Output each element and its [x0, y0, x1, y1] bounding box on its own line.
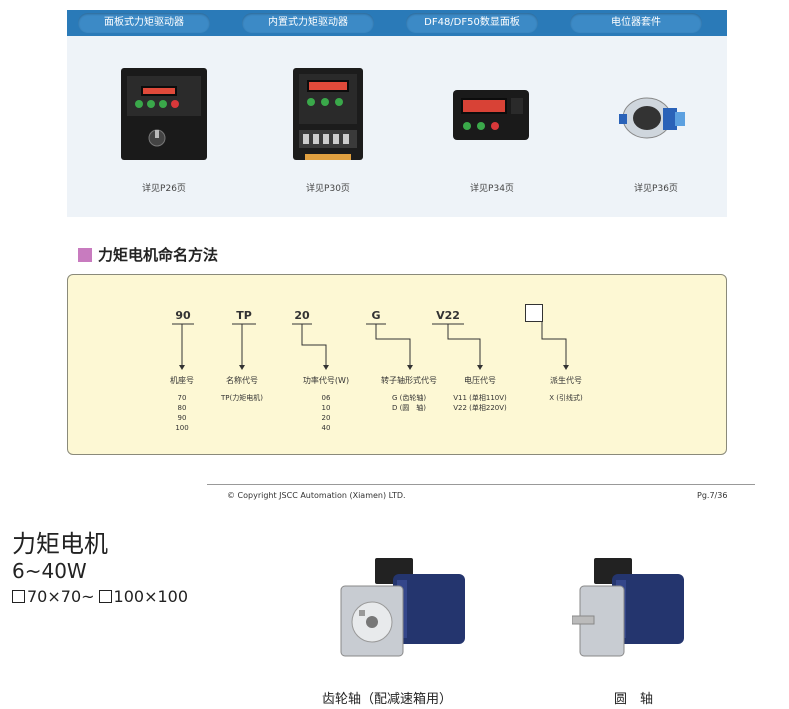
- square-icon: [12, 590, 25, 603]
- values-voltage: V11 (单相110V)V22 (单相220V): [453, 394, 507, 412]
- label-derivative: 派生代号: [550, 376, 582, 385]
- product-caption: 详见P34页: [470, 184, 514, 194]
- label-frame-size: 机座号: [170, 376, 194, 385]
- built-in-driver-icon: [293, 68, 363, 160]
- panel-driver-icon: [121, 68, 207, 160]
- tab-panel-driver[interactable]: 面板式力矩驱动器: [78, 13, 210, 33]
- label-power: 功率代号(W): [302, 376, 350, 385]
- digital-panel-icon: [453, 90, 529, 140]
- label-name: 名称代号: [226, 376, 258, 385]
- motor-icon: [340, 558, 465, 657]
- motor-title: 力矩电机: [12, 530, 108, 558]
- code-voltage: V22: [436, 309, 460, 322]
- values-name: TP(力矩电机): [221, 394, 263, 402]
- code-frame-size: 90: [175, 309, 191, 322]
- tab-digital-panel[interactable]: DF48/DF50数显面板: [406, 13, 538, 33]
- section-title: 力矩电机命名方法: [78, 245, 218, 265]
- product-caption: 详见P36页: [634, 184, 678, 194]
- caption-round-shaft: 圆 轴: [614, 692, 654, 707]
- potentiometer-icon: [619, 97, 685, 139]
- product-digital-panel[interactable]: 详见P34页: [427, 46, 557, 196]
- label-shaft: 转子轴形式代号: [381, 376, 437, 385]
- footer-page-number: Pg.7/36: [697, 491, 728, 500]
- values-derivative: X (引线式): [549, 394, 583, 402]
- naming-connector-lines: [172, 321, 569, 370]
- values-shaft: G (齿轮轴)D (圆 轴): [391, 394, 427, 412]
- derivative-code-box: [525, 304, 543, 322]
- square-icon: [98, 590, 112, 603]
- motor-size-range: 70×70~100×100: [12, 587, 188, 606]
- product-panel-driver[interactable]: 详见P26页: [99, 46, 229, 196]
- code-power: 20: [294, 309, 310, 322]
- naming-diagram: 90 TP 20 G V22 机座号 名称代号 功率代号(W) 转子轴形式代号 …: [67, 274, 727, 455]
- tab-potentiometer[interactable]: 电位器套件: [570, 13, 702, 33]
- footer-divider: [207, 484, 755, 485]
- product-tab-bar: 面板式力矩驱动器 内置式力矩驱动器 DF48/DF50数显面板 电位器套件: [67, 10, 727, 36]
- motor-power-range: 6~40W: [12, 559, 87, 583]
- code-shaft: G: [371, 309, 381, 322]
- section-marker-icon: [78, 248, 92, 262]
- product-potentiometer[interactable]: 详见P36页: [591, 46, 721, 196]
- product-built-in-driver[interactable]: 详见P30页: [263, 46, 393, 196]
- motor-icon: [571, 558, 684, 657]
- caption-gear-shaft: 齿轮轴（配减速箱用）: [322, 692, 453, 707]
- code-name: TP: [236, 309, 252, 322]
- tab-built-in-driver[interactable]: 内置式力矩驱动器: [242, 13, 374, 33]
- gear-shaft-motor-image: [335, 550, 475, 679]
- product-caption: 详见P26页: [142, 184, 186, 194]
- footer-copyright: © Copyright JSCC Automation (Xiamen) LTD…: [227, 491, 406, 500]
- product-caption: 详见P30页: [306, 184, 350, 194]
- label-voltage: 电压代号: [464, 376, 496, 385]
- round-shaft-motor-image: [571, 550, 702, 679]
